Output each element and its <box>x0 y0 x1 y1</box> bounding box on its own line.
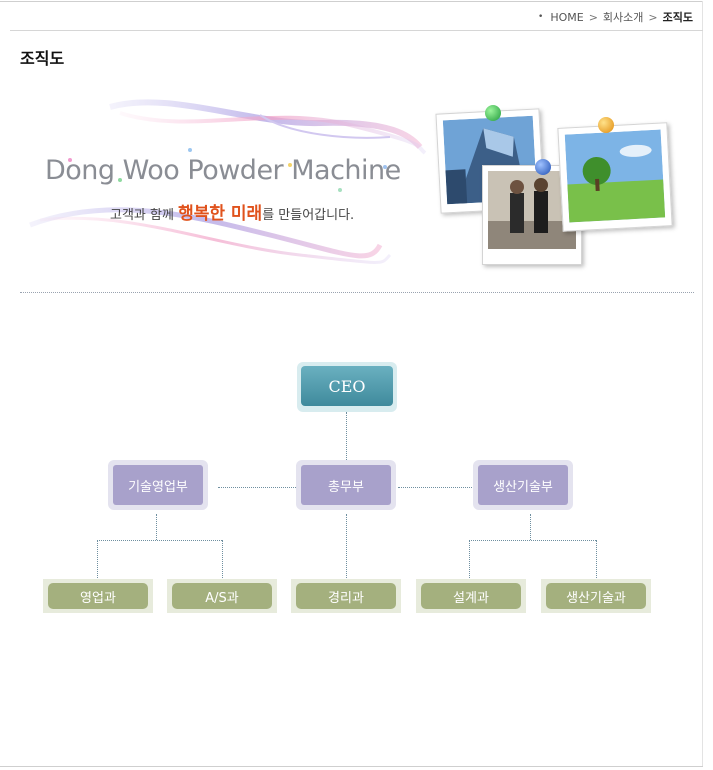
org-node-ceo: CEO <box>297 362 397 412</box>
connector-dept2-down <box>346 514 347 580</box>
connector-dept1-branch <box>97 540 222 541</box>
page-title: 조직도 <box>20 49 65 68</box>
breadcrumb-current: 조직도 <box>662 11 693 24</box>
slogan-highlight: 행복한 미래 <box>178 204 263 224</box>
tree-image <box>564 129 666 223</box>
breadcrumb-home-link[interactable]: HOME <box>550 10 584 24</box>
connector-sec5 <box>596 540 597 580</box>
department-label: 기술영업부 <box>113 465 203 505</box>
section-label: 생산기술과 <box>546 583 646 609</box>
chevron-right-icon: > <box>648 10 658 24</box>
section-label: 영업과 <box>48 583 148 609</box>
ceo-label: CEO <box>301 366 393 406</box>
org-node-section: 설계과 <box>416 579 526 613</box>
org-node-department: 기술영업부 <box>108 460 208 510</box>
breadcrumb-section-link[interactable]: 회사소개 <box>602 11 644 24</box>
org-node-section: 생산기술과 <box>541 579 651 613</box>
banner: Dong Woo Powder Machine 고객과 함께 행복한 미래를 만… <box>20 95 700 275</box>
company-name: Dong Woo Powder Machine <box>45 155 401 186</box>
pushpin-orange-icon <box>598 117 614 133</box>
connector-dept-right <box>398 487 472 488</box>
section-label: 경리과 <box>296 583 396 609</box>
banner-swirl-graphic <box>29 99 427 264</box>
header-divider <box>10 30 703 31</box>
photo-tree <box>557 122 673 232</box>
connector-ceo-down <box>346 412 347 460</box>
section-label: A/S과 <box>172 583 272 609</box>
connector-dept3-branch <box>469 540 596 541</box>
connector-sec4 <box>469 540 470 580</box>
org-node-section: A/S과 <box>167 579 277 613</box>
org-node-section: 영업과 <box>43 579 153 613</box>
section-divider <box>20 292 694 293</box>
slogan-part: 를 만들어갑니다. <box>262 208 355 223</box>
frame-bottom-border <box>0 766 703 767</box>
org-node-section: 경리과 <box>291 579 401 613</box>
department-label: 생산기술부 <box>478 465 568 505</box>
frame-right-border <box>702 1 703 767</box>
slogan: 고객과 함께 행복한 미래를 만들어갑니다. <box>110 199 354 224</box>
connector-dept-left <box>218 487 296 488</box>
department-label: 총무부 <box>301 465 391 505</box>
bullet-icon: • <box>538 12 544 22</box>
section-label: 설계과 <box>421 583 521 609</box>
org-node-department: 생산기술부 <box>473 460 573 510</box>
chevron-right-icon: > <box>588 10 598 24</box>
org-node-department: 총무부 <box>296 460 396 510</box>
connector-sec2 <box>222 540 223 580</box>
connector-dept1-down <box>156 514 157 540</box>
connector-dept3-down <box>530 514 531 540</box>
pushpin-blue-icon <box>535 159 551 175</box>
connector-sec1 <box>97 540 98 580</box>
pushpin-green-icon <box>485 105 501 121</box>
frame-top-border <box>0 1 703 2</box>
breadcrumb: • HOME > 회사소개 > 조직도 <box>538 9 693 25</box>
slogan-part: 고객과 함께 <box>110 208 179 223</box>
